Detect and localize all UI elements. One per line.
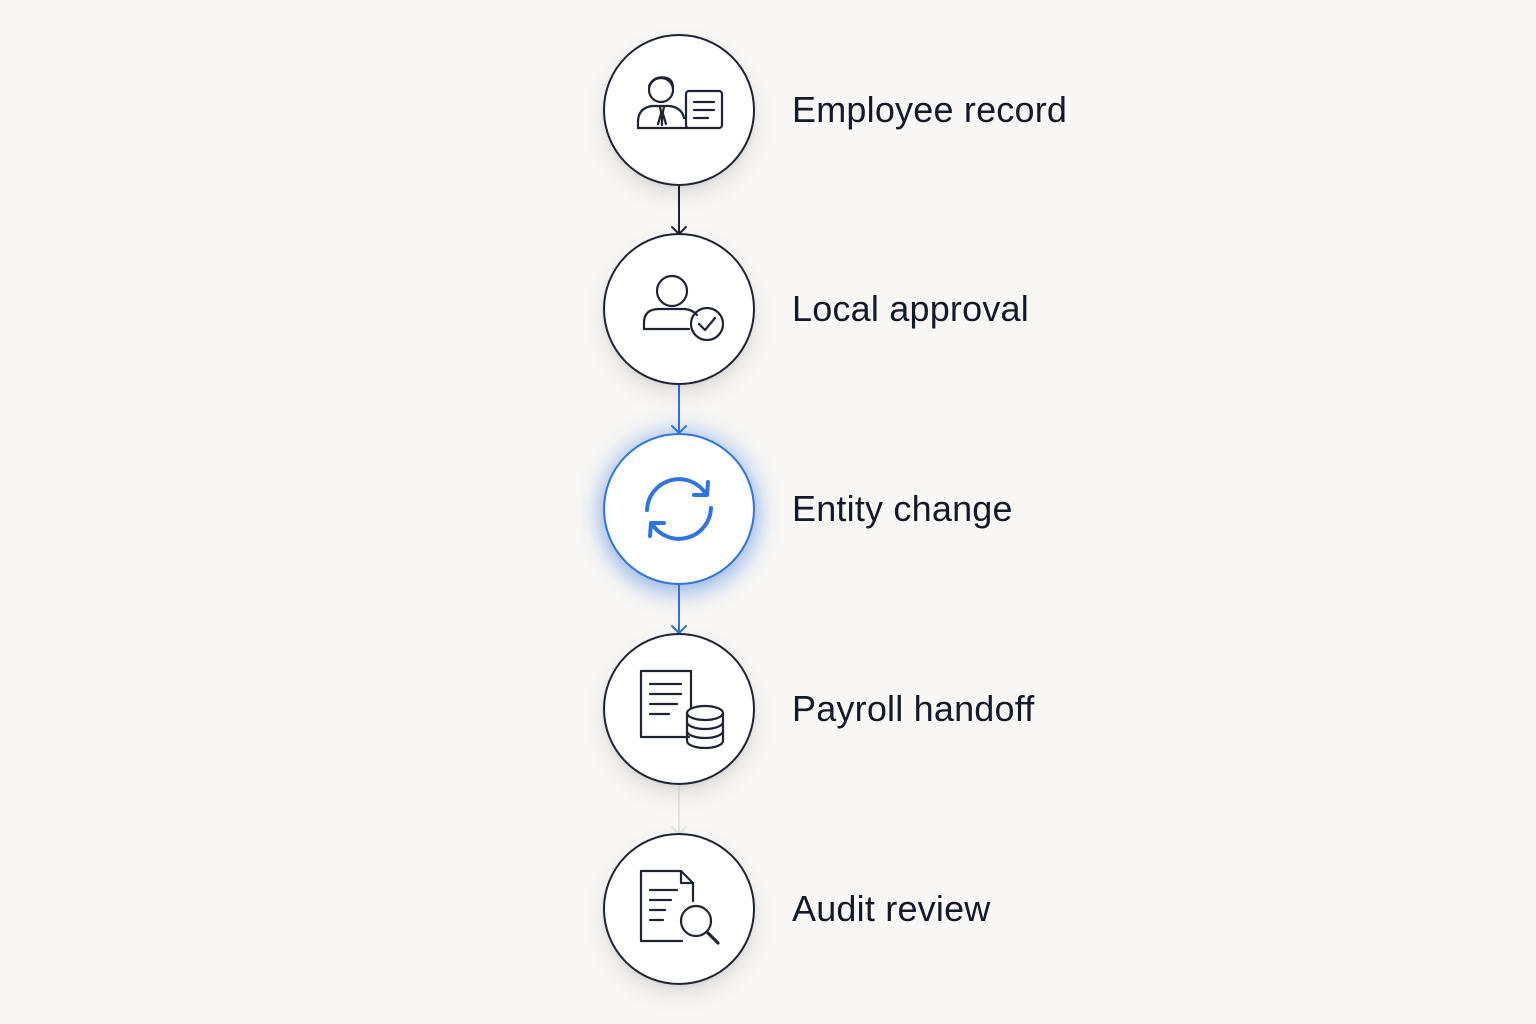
step-payroll-handoff: Payroll handoff	[603, 633, 1163, 785]
step-local-approval: Local approval	[603, 233, 1163, 385]
step-label: Audit review	[792, 888, 991, 929]
connector-arrow	[671, 186, 687, 235]
connector-arrow	[671, 786, 687, 835]
step-node	[603, 833, 755, 985]
connector-arrow	[671, 385, 687, 434]
step-label: Entity change	[792, 488, 1013, 529]
step-employee-record: Employee record	[603, 34, 1163, 186]
connector-arrow	[671, 585, 687, 634]
user-approved-icon	[642, 274, 725, 342]
step-audit-review: Audit review	[603, 833, 1163, 985]
step-label: Employee record	[792, 89, 1068, 130]
step-node	[603, 633, 755, 785]
document-search-icon	[639, 869, 720, 945]
step-node	[603, 233, 755, 385]
sync-arrows-icon	[645, 477, 713, 541]
step-node	[603, 34, 755, 186]
employee-record-icon	[636, 76, 724, 130]
step-label: Payroll handoff	[792, 688, 1035, 729]
document-coins-icon	[639, 669, 725, 750]
step-label: Local approval	[792, 288, 1029, 329]
step-entity-change: Entity change	[603, 433, 1163, 585]
step-node-active	[603, 433, 755, 585]
